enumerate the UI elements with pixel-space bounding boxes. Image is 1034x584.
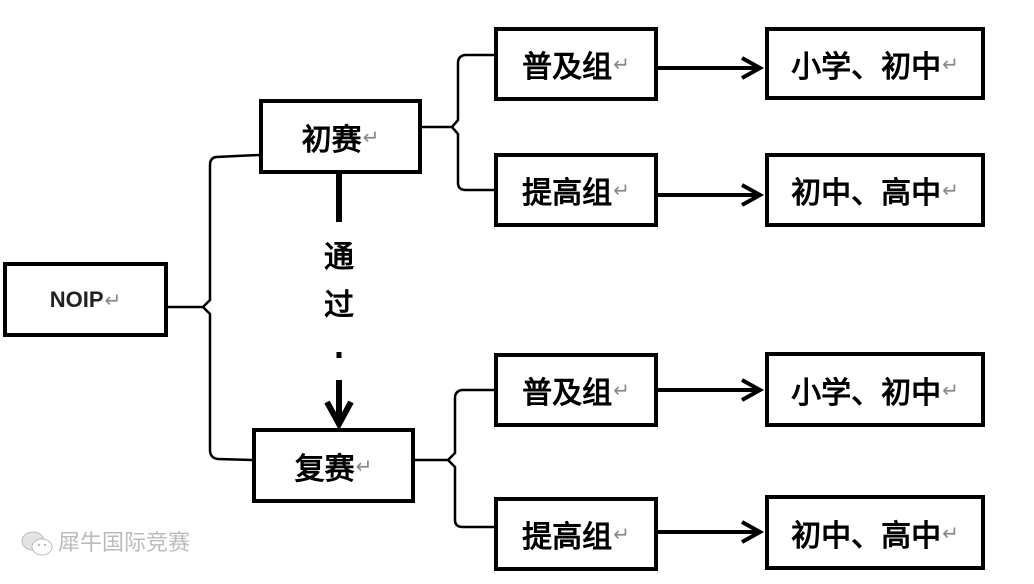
- stage1-bracket: [421, 53, 494, 192]
- group-label: 普及组: [522, 376, 613, 411]
- group-label: 普及组: [522, 50, 613, 85]
- stage-label: 初赛: [301, 122, 362, 158]
- return-mark-icon: ↵: [362, 124, 380, 149]
- return-mark-icon: ↵: [942, 377, 959, 402]
- target-node: 初中、高中↵: [765, 495, 985, 570]
- return-mark-icon: ↵: [355, 453, 373, 478]
- wechat-icon: [21, 531, 53, 556]
- group-node: 普及组↵: [494, 27, 658, 101]
- target-node: 初中、高中↵: [765, 153, 985, 227]
- watermark: 犀牛国际竞赛: [20, 530, 190, 558]
- watermark-text: 犀牛国际竞赛: [58, 531, 191, 556]
- return-mark-icon: ↵: [942, 520, 959, 545]
- stage-preliminary: 初赛↵: [259, 99, 422, 174]
- target-label: 初中、高中: [791, 176, 942, 211]
- return-mark-icon: ↵: [613, 378, 630, 402]
- transition-char: 过: [324, 288, 354, 323]
- arrow-4: [657, 520, 765, 544]
- group-node: 提高组↵: [494, 153, 658, 227]
- stage-label: 复赛: [294, 451, 355, 487]
- target-node: 小学、初中↵: [765, 27, 985, 100]
- transition-char: 通: [324, 240, 354, 275]
- stage2-bracket: [414, 388, 494, 529]
- group-label: 提高组: [522, 176, 613, 211]
- return-mark-icon: ↵: [613, 178, 630, 202]
- stage-final: 复赛↵: [252, 428, 415, 503]
- group-node: 提高组↵: [494, 497, 658, 571]
- group-label: 提高组: [522, 520, 613, 555]
- root-node: NOIP↵: [3, 262, 168, 337]
- return-mark-icon: ↵: [942, 51, 959, 76]
- target-label: 初中、高中: [791, 518, 942, 554]
- return-mark-icon: ↵: [613, 52, 630, 76]
- return-mark-icon: ↵: [613, 522, 630, 546]
- target-label: 小学、初中: [791, 49, 942, 85]
- arrow-3: [657, 378, 765, 402]
- target-node: 小学、初中↵: [765, 352, 985, 427]
- root-label: NOIP: [49, 286, 104, 312]
- advance-arrow: [324, 380, 354, 431]
- arrow-1: [657, 56, 765, 80]
- root-bracket: [167, 153, 260, 462]
- target-label: 小学、初中: [791, 375, 942, 411]
- return-mark-icon: ↵: [942, 178, 959, 202]
- return-mark-icon: ↵: [104, 287, 122, 312]
- arrow-2: [657, 183, 765, 207]
- group-node: 普及组↵: [494, 353, 658, 427]
